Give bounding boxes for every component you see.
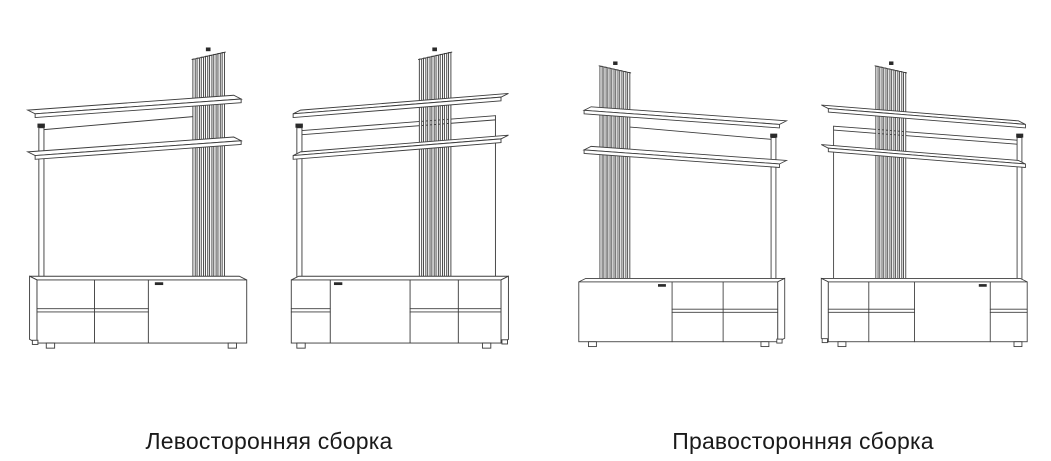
assembly-group-left: Левосторонняя сборка: [24, 6, 514, 455]
drawing-pair-left: [24, 6, 514, 362]
wall-unit-drawing-left-2: [290, 47, 509, 349]
drawing-pair-right: [558, 6, 1048, 362]
assembly-group-right: Правосторонняя сборка: [558, 6, 1048, 455]
wall-unit-drawing-left-1: [27, 47, 248, 349]
caption-left-assembly: Левосторонняя сборка: [145, 428, 393, 454]
wall-unit-drawing-right-1: [578, 61, 787, 348]
wall-unit-drawing-right-2: [820, 61, 1028, 348]
caption-right-assembly: Правосторонняя сборка: [672, 428, 934, 454]
